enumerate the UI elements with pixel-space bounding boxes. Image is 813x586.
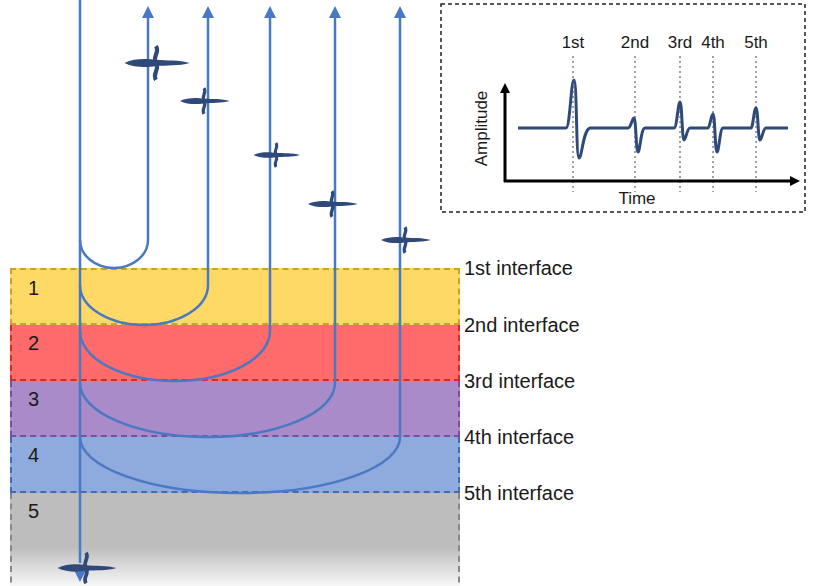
axis-label: Time [618,190,655,207]
interface-label: 5th interface [464,483,574,503]
interface-label: 2nd interface [464,315,580,335]
layer-number: 1 [28,278,39,298]
peak-label: 1st [562,34,585,51]
peak-label: 2nd [621,34,649,51]
interface-label: 3rd interface [464,371,575,391]
axis-label: Amplitude [473,90,490,166]
peak-label: 5th [744,34,768,51]
peak-label: 3rd [668,34,693,51]
layer-band: 2 [10,325,460,381]
layer-number: 4 [28,445,39,465]
layer-number: 5 [28,501,39,521]
layer-number: 3 [28,389,39,409]
layer-band: 4 [10,437,460,493]
layer-band: 3 [10,381,460,437]
interface-label: 4th interface [464,427,574,447]
layer-number: 2 [28,333,39,353]
interface-label: 1st interface [464,258,573,278]
layer-band: 1 [10,268,460,325]
layer-band: 5 [10,493,460,586]
peak-label: 4th [701,34,725,51]
